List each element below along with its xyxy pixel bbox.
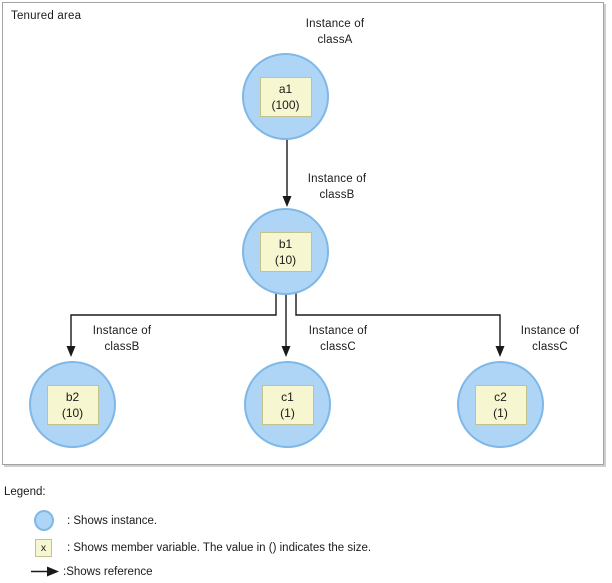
instance-c2: c2 (1) xyxy=(457,361,544,448)
label-instance-of-classB-b1: Instance of classB xyxy=(272,172,402,203)
legend-item-text: : Shows instance. xyxy=(67,514,158,527)
class-label-line: Instance of xyxy=(307,173,367,185)
instance-b2: b2 (10) xyxy=(29,361,116,448)
class-label-line: classC xyxy=(532,340,568,353)
member-variable-name: b2 xyxy=(65,389,80,404)
member-variable-name: a1 xyxy=(278,81,293,96)
legend-item-reference: :Shows reference xyxy=(31,565,153,578)
instance-c1: c1 (1) xyxy=(244,361,331,448)
legend-item-member-variable: x : Shows member variable. The value in … xyxy=(35,539,371,557)
class-label-line: Instance of xyxy=(308,325,368,337)
legend-item-instance: : Shows instance. xyxy=(34,510,157,531)
class-label-line: classA xyxy=(317,33,353,46)
class-label-line: Instance of xyxy=(92,325,152,337)
member-variable-size: (1) xyxy=(280,405,295,420)
instance-circle-icon xyxy=(34,510,54,531)
member-variable-size: (100) xyxy=(271,97,300,112)
class-label-line: Instance of xyxy=(520,325,580,337)
member-variable-size: (10) xyxy=(274,252,297,267)
class-label-line: classB xyxy=(104,340,140,353)
legend-title: Legend: xyxy=(4,486,46,498)
class-label-line: classC xyxy=(320,340,356,353)
label-instance-of-classA: Instance of classA xyxy=(270,17,400,48)
member-variable-box-b1: b1 (10) xyxy=(259,231,312,272)
member-variable-name: c1 xyxy=(281,389,294,404)
reference-arrow-icon xyxy=(31,566,59,577)
member-variable-icon-label: x xyxy=(40,542,47,554)
member-variable-box-a1: a1 (100) xyxy=(259,76,312,117)
member-variable-box-c2: c2 (1) xyxy=(474,384,527,425)
member-variable-box-b2: b2 (10) xyxy=(46,384,99,425)
member-variable-box-icon: x xyxy=(35,539,52,557)
tenured-area-label: Tenured area xyxy=(11,10,82,22)
instance-b1: b1 (10) xyxy=(242,208,329,295)
label-instance-of-classB-b2: Instance of classB xyxy=(57,324,187,355)
instance-a1: a1 (100) xyxy=(242,53,329,140)
member-variable-name: b1 xyxy=(278,236,293,251)
label-instance-of-classC-c1: Instance of classC xyxy=(273,324,403,355)
legend-item-text: :Shows reference xyxy=(63,565,153,578)
member-variable-name: c2 xyxy=(494,389,507,404)
class-label-line: Instance of xyxy=(305,18,365,30)
label-instance-of-classC-c2: Instance of classC xyxy=(485,324,612,355)
class-label-line: classB xyxy=(319,188,355,201)
member-variable-size: (10) xyxy=(61,405,84,420)
legend-item-text: : Shows member variable. The value in ()… xyxy=(67,542,372,554)
member-variable-box-c1: c1 (1) xyxy=(261,384,314,425)
member-variable-size: (1) xyxy=(493,405,508,420)
